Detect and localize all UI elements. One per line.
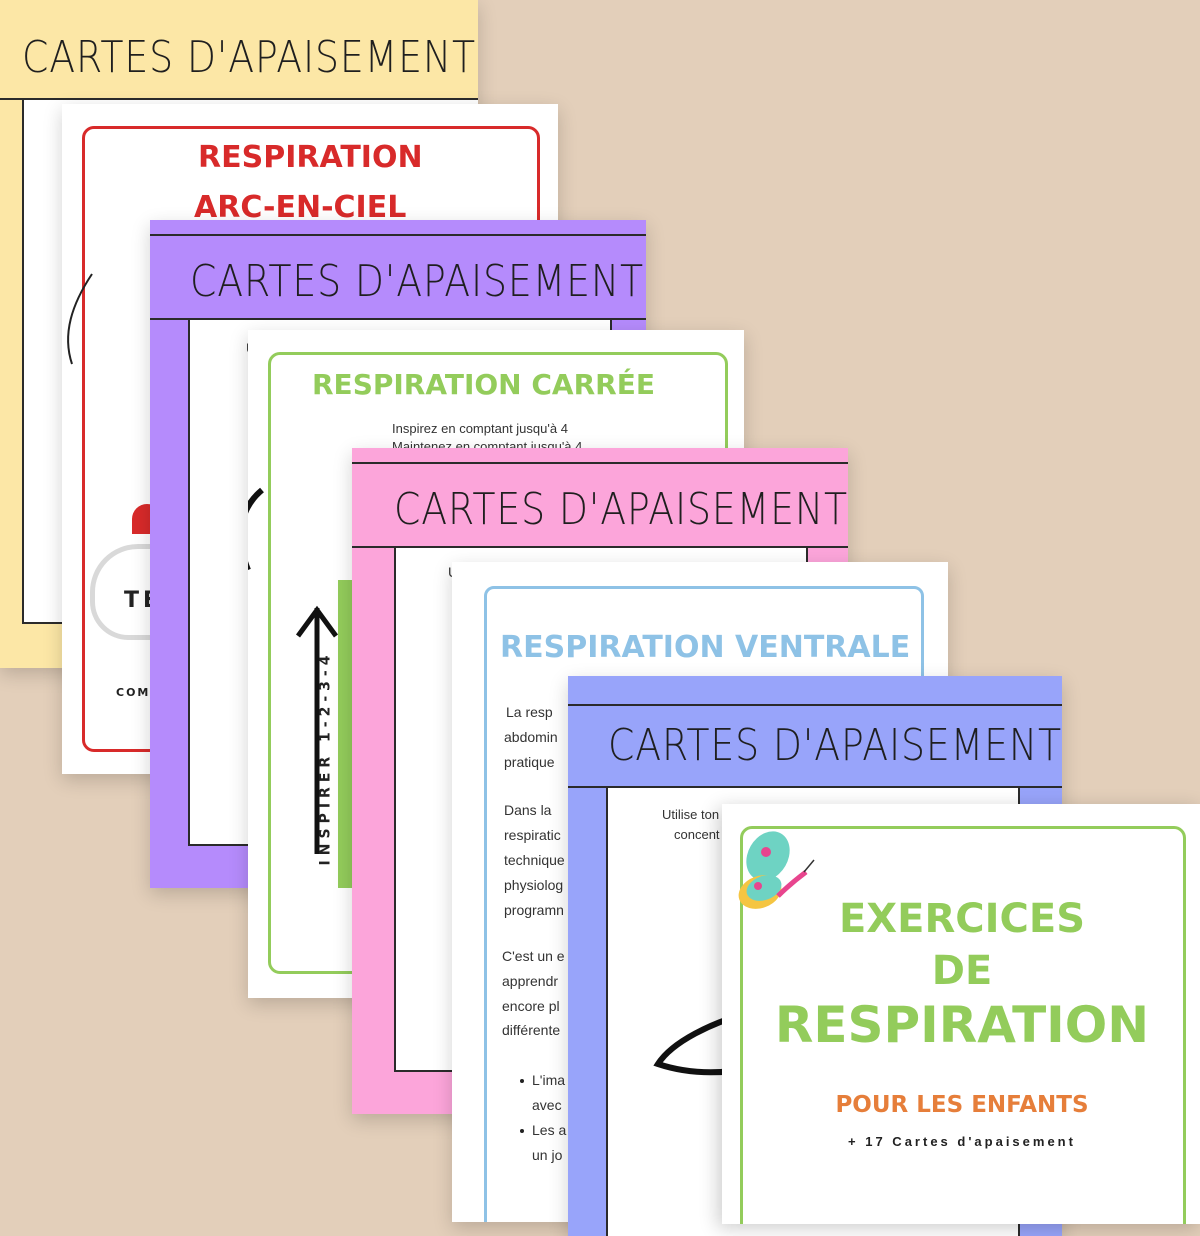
pink-top-rule — [352, 462, 848, 464]
pink-header-rule — [352, 546, 848, 548]
belly-p3-line1: C'est un e — [502, 948, 565, 964]
cover-subtitle: POUR LES ENFANTS — [835, 1092, 1089, 1118]
cover-title-line1: EXERCICES — [838, 896, 1085, 942]
cover-tagline: + 17 Cartes d'apaisement — [848, 1134, 1076, 1149]
cover-title-line3: RESPIRATION — [774, 996, 1150, 1054]
belly-p3-line3: encore pl — [502, 998, 560, 1014]
belly-p2-line5: programn — [504, 902, 564, 918]
square-card-title: RESPIRATION CARRÉE — [312, 368, 655, 401]
blue-header-rule — [568, 786, 1062, 788]
wave-doodle-icon — [653, 1009, 753, 1076]
cover-card-border — [740, 826, 1186, 1224]
pink-sheet-header: CARTES D'APAISEMENT — [394, 484, 848, 535]
belly-p2-line4: physiolog — [504, 877, 564, 893]
belly-bullet1-line2: avec — [532, 1097, 562, 1113]
belly-bullet2-line2: un jo — [532, 1147, 563, 1163]
up-arrow-icon — [295, 605, 339, 854]
blue-text-line1: Utilise ton — [662, 807, 720, 822]
yellow-header-rule — [0, 98, 478, 100]
belly-bullet1-line1: L'ima — [532, 1072, 566, 1088]
purple-header-rule — [150, 318, 646, 320]
rainbow-card-footer: COM — [116, 686, 151, 699]
belly-p2-line1: Dans la — [504, 802, 552, 818]
square-card-line1: Inspirez en comptant jusqu'à 4 — [392, 421, 568, 436]
purple-top-rule — [150, 234, 646, 236]
cover-title-line2: DE — [931, 948, 993, 994]
yellow-sheet-header: CARTES D'APAISEMENT — [22, 32, 477, 83]
curve-doodle-icon — [67, 273, 93, 365]
curve-doodle-icon — [248, 487, 265, 570]
purple-sheet-header: CARTES D'APAISEMENT — [190, 256, 645, 307]
belly-p2-line2: respiratic — [504, 827, 561, 843]
belly-p3-line4: différente — [502, 1022, 561, 1038]
bullet-dot — [520, 1079, 524, 1083]
butterfly-icon — [738, 831, 815, 909]
belly-p1-line3: pratique — [504, 754, 555, 770]
belly-p1-line1: La resp — [506, 704, 553, 720]
bullet-dot — [520, 1129, 524, 1133]
inhale-count-label: INSPIRER 1-2-3-4 — [317, 650, 334, 866]
blue-text-line2: concent — [674, 827, 720, 842]
cover-card: EXERCICES DE RESPIRATION POUR LES ENFANT… — [722, 804, 1200, 1224]
blue-top-rule — [568, 704, 1062, 706]
belly-card-title: RESPIRATION VENTRALE — [500, 630, 911, 665]
belly-bullet2-line1: Les a — [532, 1122, 567, 1138]
rainbow-card-title-line2: ARC-EN-CIEL — [194, 190, 407, 225]
blue-sheet-header: CARTES D'APAISEMENT — [608, 720, 1062, 771]
belly-p3-line2: apprendr — [502, 973, 559, 989]
belly-p2-line3: technique — [504, 852, 565, 868]
belly-p1-line2: abdomin — [504, 729, 558, 745]
green-square-edge — [338, 580, 352, 888]
rainbow-card-title-line1: RESPIRATION — [198, 140, 423, 175]
